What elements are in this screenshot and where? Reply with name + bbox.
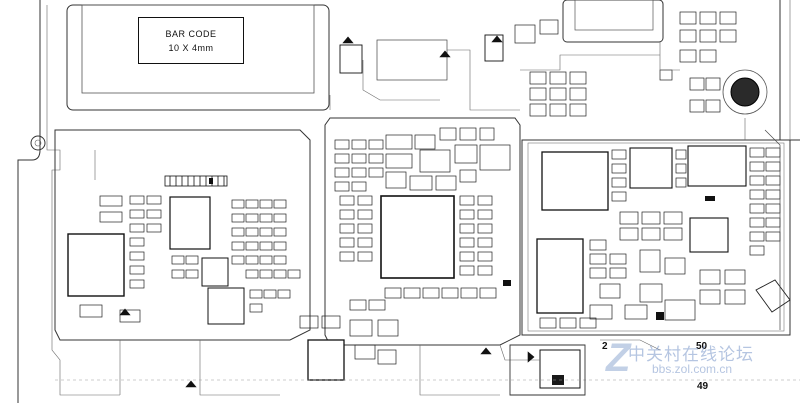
bottom-right-tab	[509, 344, 586, 396]
angled-connector	[755, 279, 791, 313]
forum-watermark: Z 中关村在线论坛 bbs.zol.com.cn	[604, 336, 800, 403]
ic-right-c	[629, 147, 673, 189]
connector-bottom-right	[539, 349, 581, 389]
barcode-title: BAR CODE	[165, 28, 217, 39]
right-shield-inner	[527, 142, 785, 332]
top-right-cutout-inner	[574, 0, 654, 31]
ic-cpu	[380, 195, 455, 279]
right-edge-line	[764, 129, 781, 330]
ic-right-d	[687, 145, 747, 187]
watermark-chinese-text: 中关村在线论坛	[628, 345, 754, 365]
passive-components-right	[539, 147, 781, 329]
connector-row-left	[164, 175, 228, 187]
barcode-label-box: BAR CODE 10 X 4mm	[138, 17, 244, 64]
watermark-url: bbs.zol.com.cn	[652, 362, 733, 376]
barcode-size: 10 X 4mm	[168, 42, 214, 53]
ic-right-e	[689, 217, 729, 253]
connector-upper-mid	[376, 39, 448, 81]
mount-hole-left	[30, 135, 46, 151]
orientation-arrows	[119, 35, 535, 388]
connector-upper-left	[339, 44, 363, 74]
marker-number-50: 50	[696, 341, 708, 352]
top-right-cutout	[562, 0, 664, 43]
upper-right-components	[514, 11, 737, 117]
marker-number-49: 49	[697, 381, 709, 392]
marker-number-2: 2	[602, 341, 608, 352]
ic-right-a	[541, 151, 609, 211]
ic-bottom-square	[307, 339, 345, 381]
dark-mark-2	[705, 196, 715, 201]
left-shield-outline	[54, 129, 311, 341]
connector-bottom-right-dark	[552, 375, 564, 385]
top-shield-inner	[81, 4, 315, 94]
passive-components-left	[79, 195, 301, 323]
ic-left-mid	[169, 196, 211, 250]
board-contour-left	[46, 5, 120, 396]
ic-small-left	[201, 257, 229, 287]
dark-mark-4	[209, 178, 213, 184]
ic-left-lower	[207, 287, 245, 325]
connector-upper-right	[484, 34, 504, 62]
dark-round-component	[730, 77, 760, 107]
ic-left-large	[67, 233, 125, 297]
round-component-ring	[722, 69, 768, 115]
routing-lines	[94, 0, 791, 396]
passive-components-center	[299, 127, 511, 365]
watermark-logo-icon: Z	[606, 336, 631, 380]
dark-mark-1	[503, 280, 511, 286]
mount-hole-left-2	[34, 139, 42, 147]
ic-right-b	[536, 238, 584, 314]
right-shield-outline	[521, 139, 791, 336]
dark-mark-3	[656, 312, 664, 320]
